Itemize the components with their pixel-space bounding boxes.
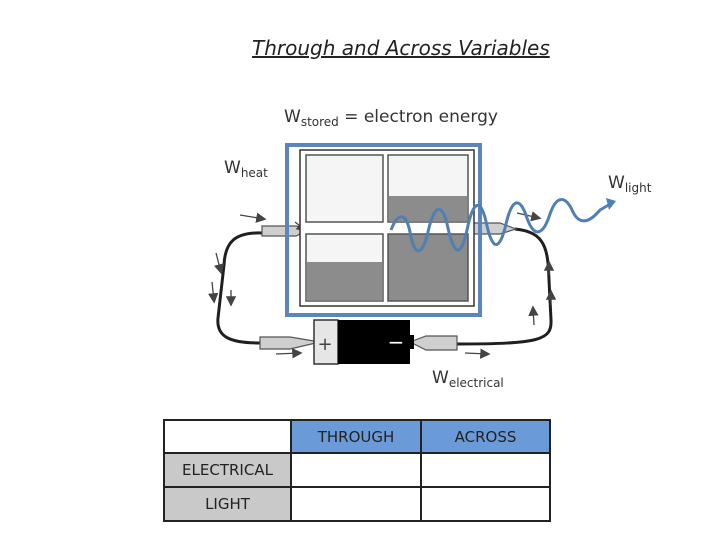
table-header-across: ACROSS	[420, 419, 551, 454]
w-heat-label: Wheat	[224, 158, 268, 180]
table-header-through: THROUGH	[290, 419, 422, 454]
cell-top-left	[305, 154, 384, 223]
through-across-table: THROUGH ACROSS ELECTRICAL LIGHT	[163, 419, 551, 522]
cell-bottom-right	[387, 233, 469, 302]
w-stored-suffix: = electron energy	[338, 107, 498, 127]
energy-level-panel	[299, 149, 475, 307]
w-electrical-base: W	[432, 368, 449, 388]
battery-plus-sign: +	[317, 334, 332, 355]
battery-positive-terminal	[313, 319, 339, 365]
w-stored-sub: stored	[300, 115, 339, 129]
w-light-base: W	[608, 173, 625, 193]
table-row: ELECTRICAL	[163, 452, 551, 488]
cell-electrical-across	[420, 452, 551, 488]
w-heat-sub: heat	[240, 166, 268, 180]
table-row: LIGHT	[163, 486, 551, 522]
wire-right	[456, 227, 553, 346]
w-stored-base: W	[284, 107, 301, 127]
clip-bottom-left	[259, 336, 321, 350]
battery-minus-sign: −	[388, 330, 405, 354]
page-title: Through and Across Variables	[252, 36, 550, 60]
w-electrical-label: Welectrical	[432, 368, 504, 390]
cell-bottom-left-level	[307, 262, 382, 300]
wire-left	[216, 231, 263, 345]
cell-light-across	[420, 486, 551, 522]
system-boundary-box	[285, 143, 482, 317]
w-light-sub: light	[624, 181, 652, 195]
cell-light-through	[290, 486, 422, 522]
table-header-empty	[163, 419, 292, 454]
light-wave-arrowhead	[606, 198, 616, 210]
table-header-row: THROUGH ACROSS	[163, 419, 551, 454]
clip-bottom-right	[408, 335, 458, 351]
cell-electrical-through	[290, 452, 422, 488]
clip-top-right	[469, 222, 518, 235]
battery: + −	[313, 319, 414, 365]
w-light-label: Wlight	[608, 173, 651, 195]
battery-body	[338, 320, 410, 364]
w-stored-label: Wstored = electron energy	[284, 107, 498, 129]
w-electrical-sub: electrical	[448, 376, 504, 390]
light-wave	[389, 198, 613, 253]
row-label-light: LIGHT	[163, 486, 292, 522]
row-label-electrical: ELECTRICAL	[163, 452, 292, 488]
w-heat-base: W	[224, 158, 241, 178]
